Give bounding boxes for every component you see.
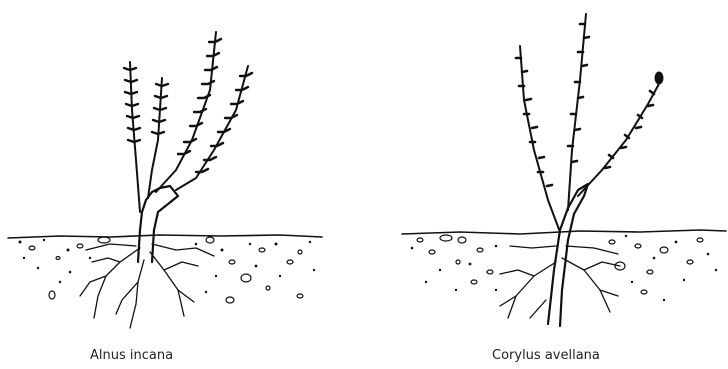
stem-1 <box>130 62 140 212</box>
caption-alnus-incana: Alnus incana <box>90 348 173 363</box>
corylus-plant-drawing <box>402 14 726 326</box>
trunk-left <box>138 186 178 262</box>
caption-corylus-avellana: Corylus avellana <box>492 348 600 363</box>
soil-pebbles-right <box>417 235 703 294</box>
leaf-buds-left <box>124 39 252 172</box>
alnus-plant-drawing <box>8 32 322 328</box>
stem-4 <box>176 66 248 190</box>
soil-dots-left <box>19 239 316 293</box>
stem-r2 <box>568 14 586 210</box>
bud-tip <box>655 72 663 84</box>
stem-r1 <box>520 46 560 232</box>
soil-line-right <box>402 230 726 234</box>
soil-line-left <box>8 235 322 238</box>
stem-r3 <box>578 82 660 196</box>
roots-left <box>80 244 214 328</box>
